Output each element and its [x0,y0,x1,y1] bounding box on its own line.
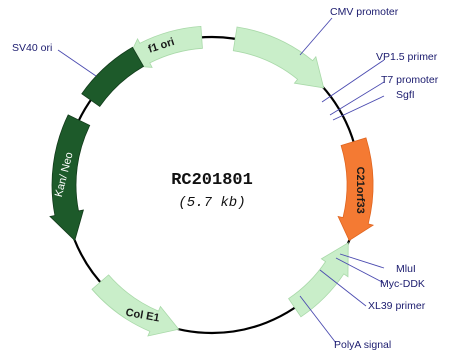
plasmid-name: RC201801 [171,171,253,190]
leader-vp15-primer [321,59,385,103]
feature-sv40-ori [81,46,145,107]
label-myc-ddk: Myc-DDK [380,278,425,290]
leader-xl39-primer [319,269,367,307]
leader-cmv-promoter [299,17,333,56]
label-vp15-primer: VP1.5 primer [376,51,438,63]
feature-col-e1 [91,274,180,337]
label-cmv-promoter: CMV promoter [330,6,399,18]
feature-xl39 [288,242,349,318]
label-xl39-primer: XL39 primer [368,300,426,312]
feature-c21orf33 [337,137,375,242]
feature-cmv-promoter [232,26,325,89]
plasmid-size: (5.7 kb) [178,195,245,211]
leader-myc-ddk [335,257,385,284]
label-t7-promoter: T7 promoter [381,74,439,86]
label-polya-signal: PolyA signal [334,339,391,351]
leader-t7-promoter [329,81,385,116]
leader-sgfi [332,95,385,121]
feature-kan-neo [49,114,91,242]
feature-label-col-e1: Col E1 [125,307,161,325]
leader-mlui [339,253,385,269]
feature-label-c21orf33: C21orf33 [354,167,366,214]
leader-sv40-ori [57,49,97,77]
label-sv40-ori: SV40 ori [12,42,52,54]
leader-polya-signal [299,295,337,344]
label-mlui: MluI [396,263,416,275]
label-sgfi: SgfI [396,89,415,101]
